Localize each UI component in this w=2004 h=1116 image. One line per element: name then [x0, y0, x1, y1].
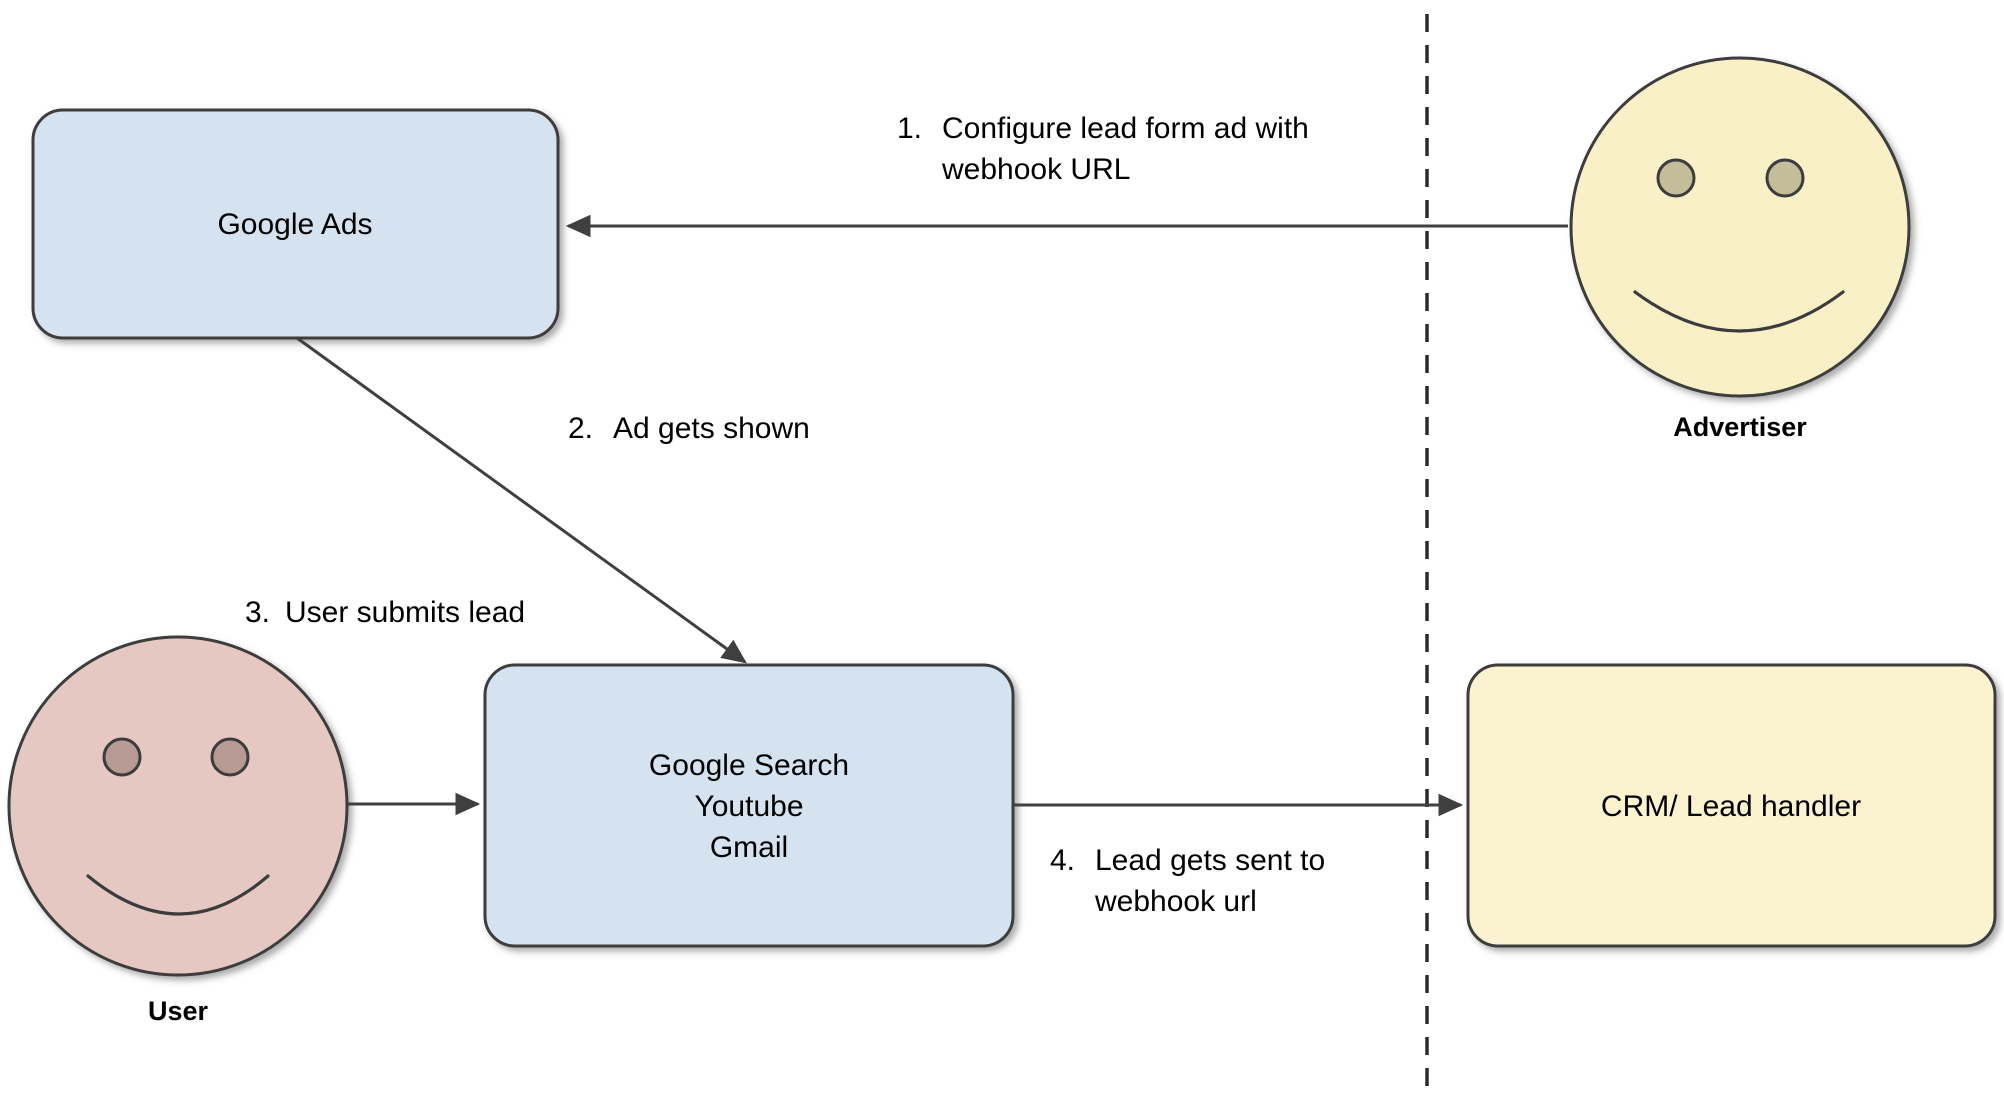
- edge-1-label-line-1: Configure lead form ad with: [942, 112, 1309, 145]
- advertiser-face-icon: [1569, 56, 1911, 398]
- edge-2-number: 2.: [568, 412, 593, 445]
- node-google-properties[interactable]: Google Search Youtube Gmail: [483, 663, 1015, 948]
- edge-4-number: 4.: [1050, 844, 1075, 877]
- user-face-icon: [7, 635, 349, 977]
- edge-1-number: 1.: [897, 112, 922, 145]
- edge-properties-to-crm: 4. Lead gets sent to webhook url: [1013, 793, 1464, 918]
- node-google-ads[interactable]: Google Ads: [31, 108, 560, 340]
- crm-box-shape: [1466, 663, 1997, 948]
- user-right-eye-icon: [210, 737, 250, 777]
- google-properties-label-line-2: Youtube: [694, 790, 803, 823]
- crm-label: CRM/ Lead handler: [1601, 790, 1861, 823]
- advertiser-right-eye-icon: [1765, 158, 1805, 198]
- user-smile-icon: [86, 874, 270, 916]
- google-ads-box-shape: [31, 108, 560, 340]
- edge-3-number: 3.: [245, 596, 270, 629]
- node-user[interactable]: User: [7, 635, 349, 1026]
- edge-google-ads-to-properties: 2. Ad gets shown: [296, 336, 810, 664]
- user-caption: User: [148, 996, 209, 1026]
- edge-advertiser-to-google-ads: 1. Configure lead form ad with webhook U…: [565, 112, 1568, 238]
- edge-4-label-line-1: Lead gets sent to: [1095, 844, 1325, 877]
- edge-2-line: [296, 336, 747, 664]
- advertiser-smile-icon: [1633, 290, 1845, 333]
- edge-1-label-line-2: webhook URL: [941, 153, 1130, 186]
- edge-4-label-line-2: webhook url: [1094, 885, 1257, 918]
- google-properties-label-line-1: Google Search: [649, 749, 849, 782]
- node-crm-lead-handler[interactable]: CRM/ Lead handler: [1466, 663, 1997, 948]
- edge-2-label-line-1: Ad gets shown: [613, 412, 810, 445]
- google-properties-label-line-3: Gmail: [710, 831, 788, 864]
- edge-3-label-line-1: User submits lead: [285, 596, 525, 629]
- advertiser-left-eye-icon: [1656, 158, 1696, 198]
- node-advertiser[interactable]: Advertiser: [1569, 56, 1911, 442]
- edge-user-to-properties: 3. User submits lead: [245, 596, 525, 816]
- google-ads-label: Google Ads: [217, 208, 372, 241]
- user-left-eye-icon: [102, 737, 142, 777]
- advertiser-caption: Advertiser: [1673, 412, 1807, 442]
